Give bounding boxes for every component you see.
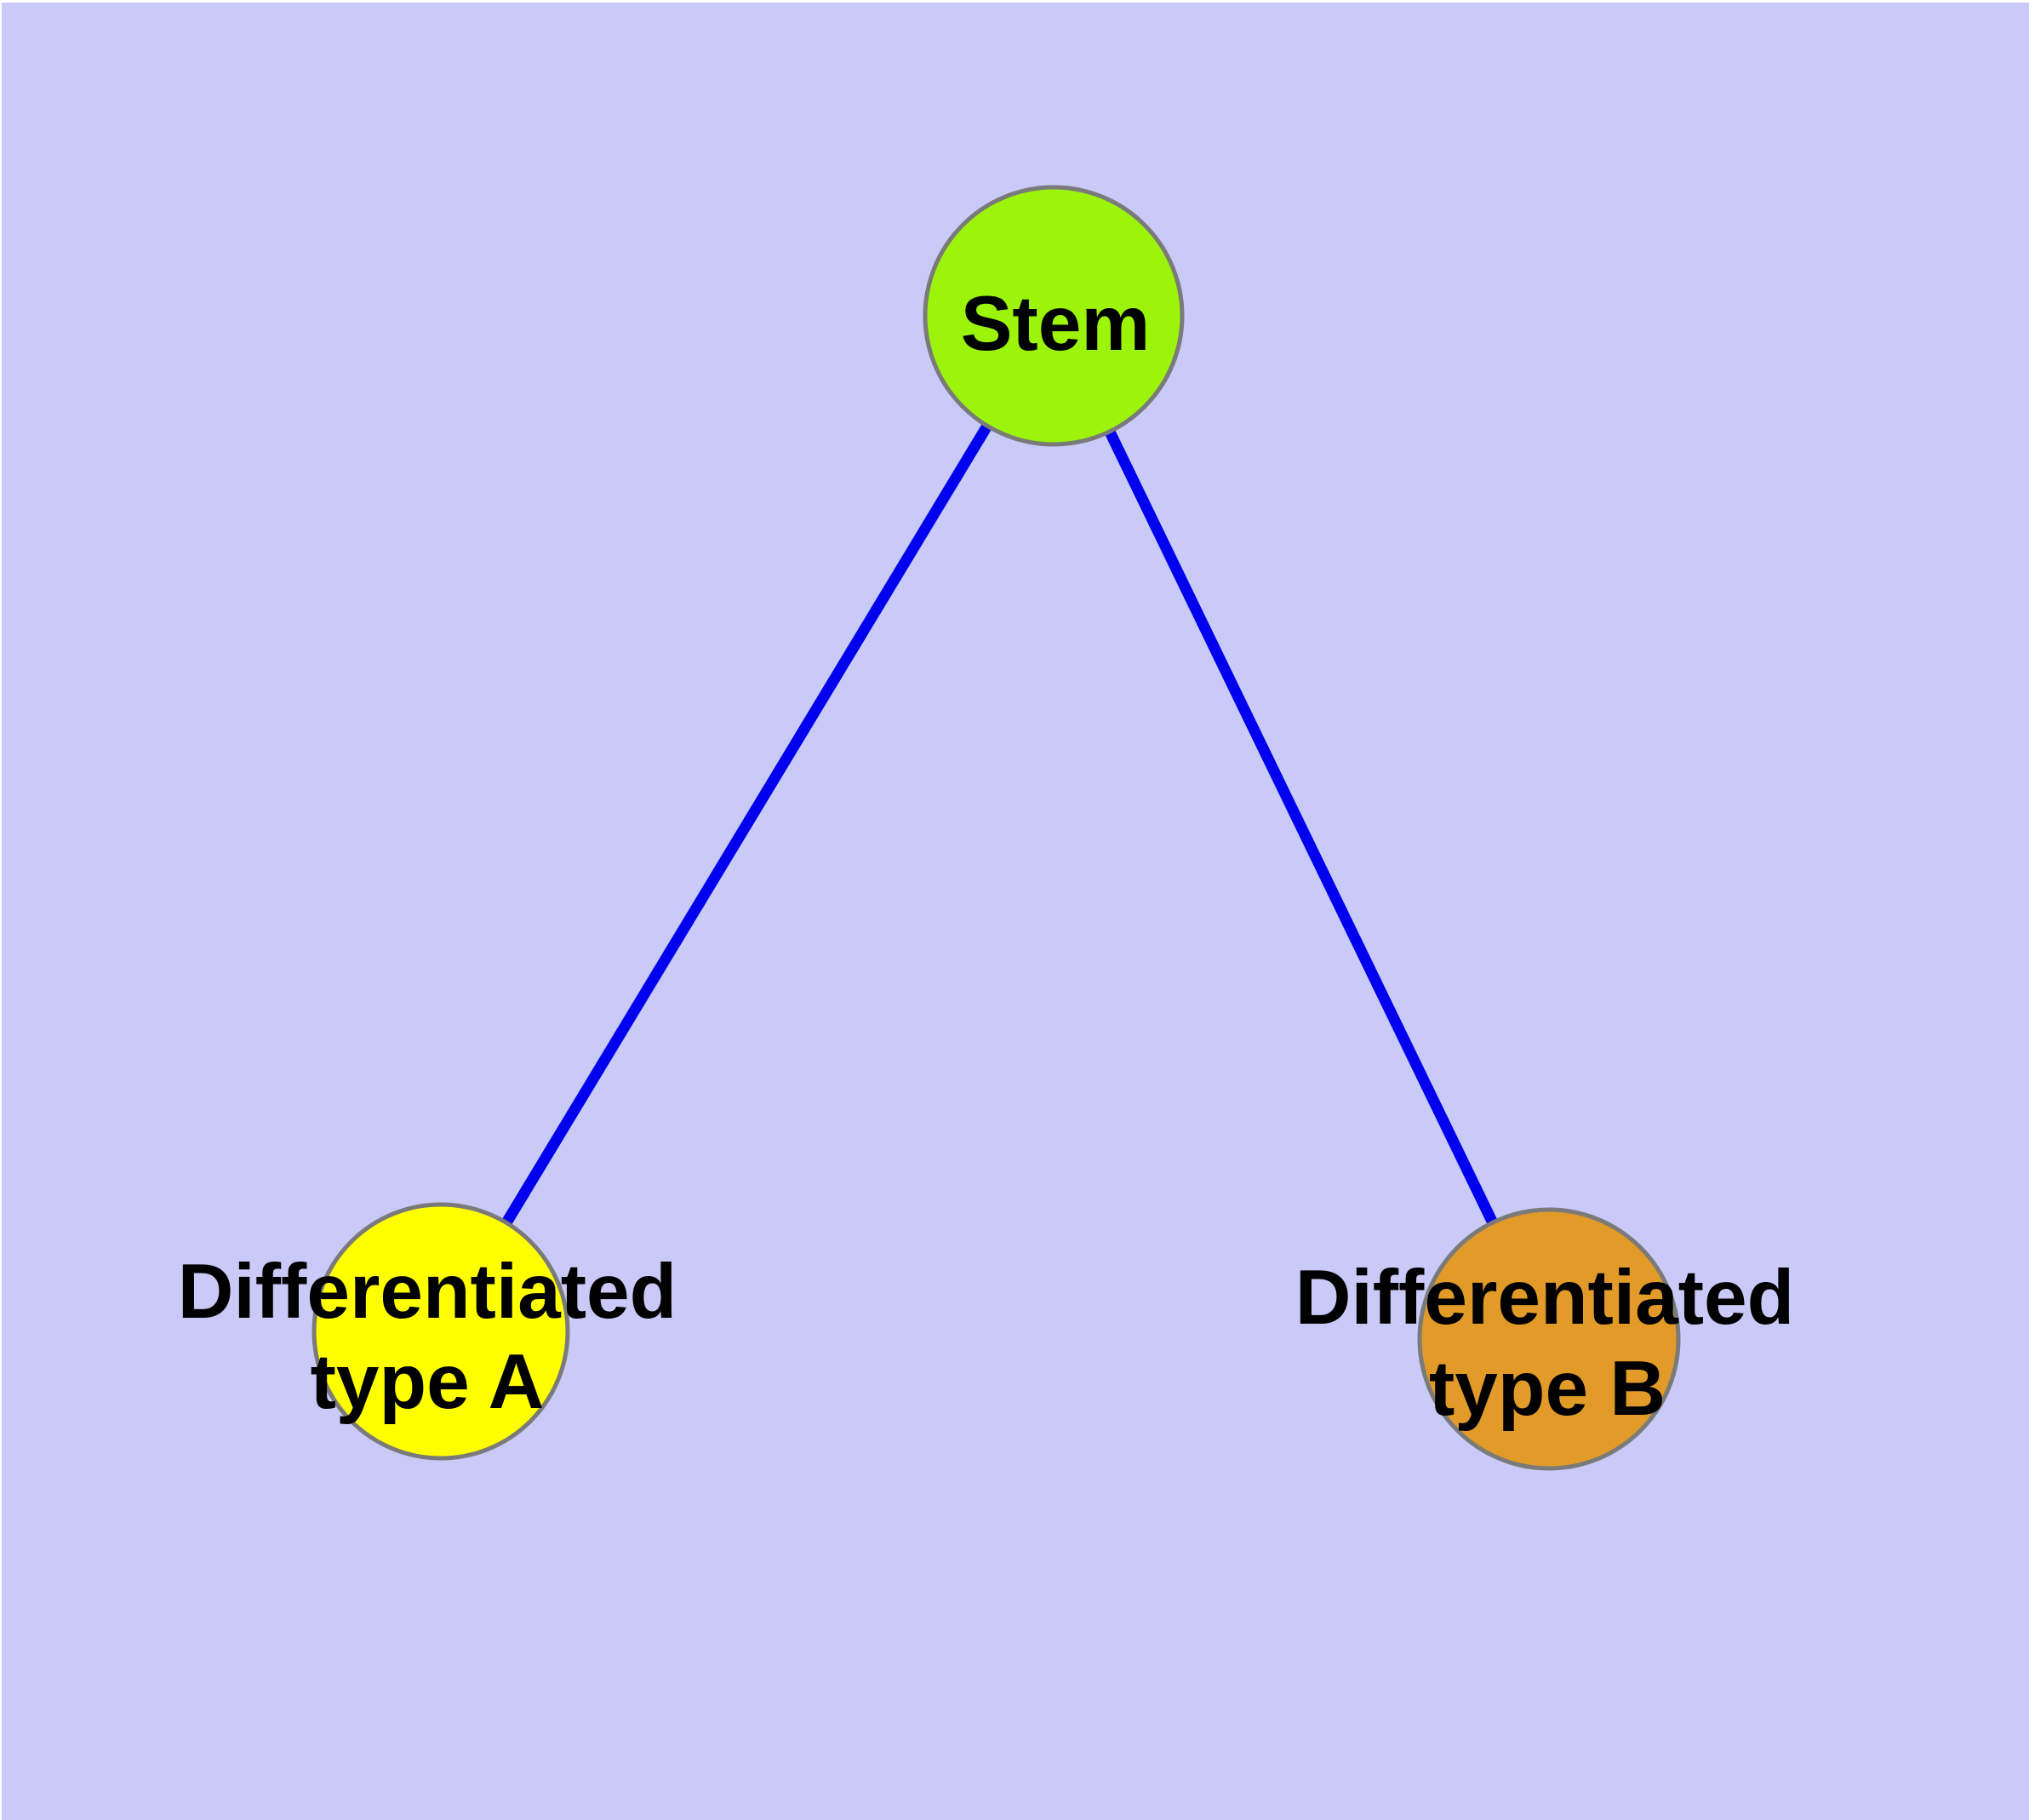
edge-stem-to-type-b <box>1049 313 1554 1342</box>
node-differentiated-type-a <box>311 1202 570 1461</box>
node-type-a-label-line2: type A <box>311 1339 545 1425</box>
node-type-a-label-line1: Differentiated <box>178 1249 677 1335</box>
node-differentiated-type-b <box>1417 1207 1681 1471</box>
node-stem-label: Stem <box>961 281 1151 367</box>
node-stem <box>923 185 1185 447</box>
node-type-b-label-line1: Differentiated <box>1295 1255 1795 1341</box>
node-type-b-label-line2: type B <box>1429 1346 1666 1432</box>
edge-stem-to-type-a <box>436 312 1059 1335</box>
